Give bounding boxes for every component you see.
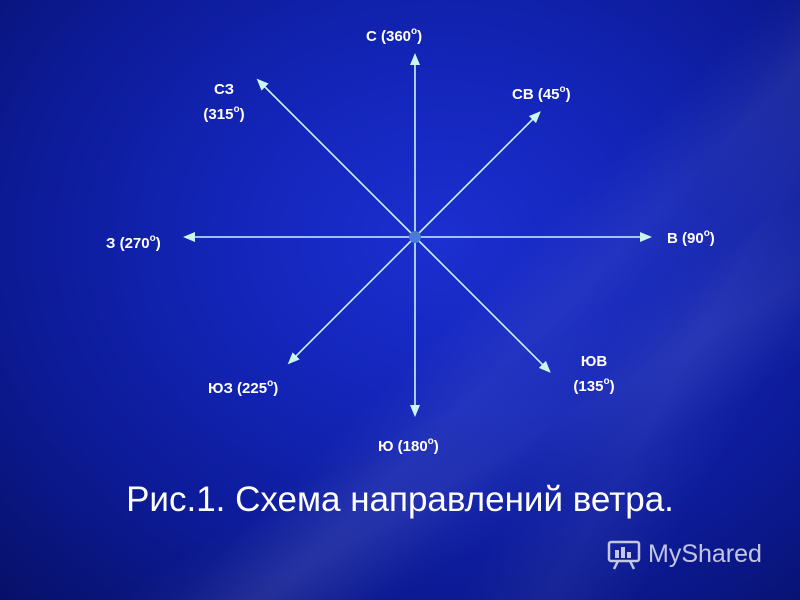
label-south-text: Ю (180o) — [378, 436, 439, 455]
degree-mark: o — [559, 84, 566, 95]
label-north: С (360o) — [366, 22, 422, 47]
watermark-text: MyShared — [648, 539, 762, 568]
label-west-text: З (270o) — [106, 233, 161, 252]
degree-mark: o — [233, 104, 240, 115]
label-northwest-text: СЗ(315o) — [203, 81, 245, 123]
arrow-45-deg — [414, 111, 541, 238]
label-east-text: В (90o) — [667, 228, 715, 247]
degree-mark: o — [411, 26, 418, 37]
degree-mark: o — [267, 378, 274, 389]
figure-caption: Рис.1. Схема направлений ветра. — [126, 480, 674, 519]
arrow-225-deg — [287, 236, 416, 365]
degree-mark: o — [427, 436, 434, 447]
label-north-text: С (360o) — [366, 26, 423, 45]
label-south: Ю (180o) — [378, 432, 439, 457]
label-northeast-text: СВ (45o) — [512, 84, 571, 103]
degree-mark: o — [703, 228, 710, 239]
arrow-315-deg — [256, 78, 416, 238]
label-northwest: СЗ(315o) — [193, 79, 255, 125]
label-southeast: ЮВ(135o) — [563, 351, 625, 397]
label-southeast-text: ЮВ(135o) — [573, 353, 615, 395]
arrow-135-deg — [414, 236, 551, 373]
presentation-board-icon — [607, 540, 641, 570]
label-southwest: ЮЗ (225o) — [208, 374, 278, 399]
label-northeast: СВ (45o) — [512, 80, 571, 105]
center-point — [409, 231, 421, 243]
label-east: В (90o) — [667, 224, 715, 249]
label-southwest-text: ЮЗ (225o) — [208, 378, 279, 397]
label-west: З (270o) — [106, 229, 161, 254]
degree-mark: o — [149, 233, 156, 244]
watermark-logo: MyShared — [606, 534, 762, 574]
degree-mark: o — [603, 376, 610, 387]
